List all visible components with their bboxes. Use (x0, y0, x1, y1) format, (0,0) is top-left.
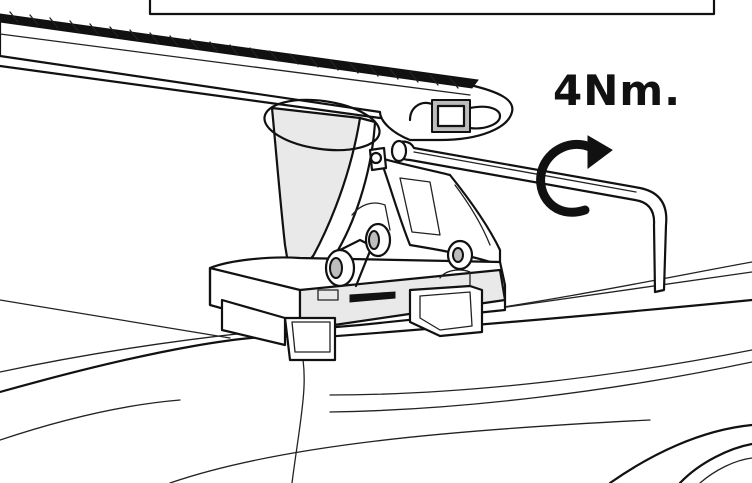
vehicle-roof (0, 261, 752, 483)
torque-value-label: 4Nm. (553, 66, 682, 115)
bar-foot-body (208, 106, 507, 362)
hex-key-tool (390, 139, 668, 294)
rotation-arrow-icon (536, 135, 613, 217)
highlight-ellipse (263, 98, 381, 152)
frame-box-edge (148, 0, 716, 16)
roof-rail-bar (0, 11, 514, 142)
clamp-knobs (324, 146, 474, 288)
